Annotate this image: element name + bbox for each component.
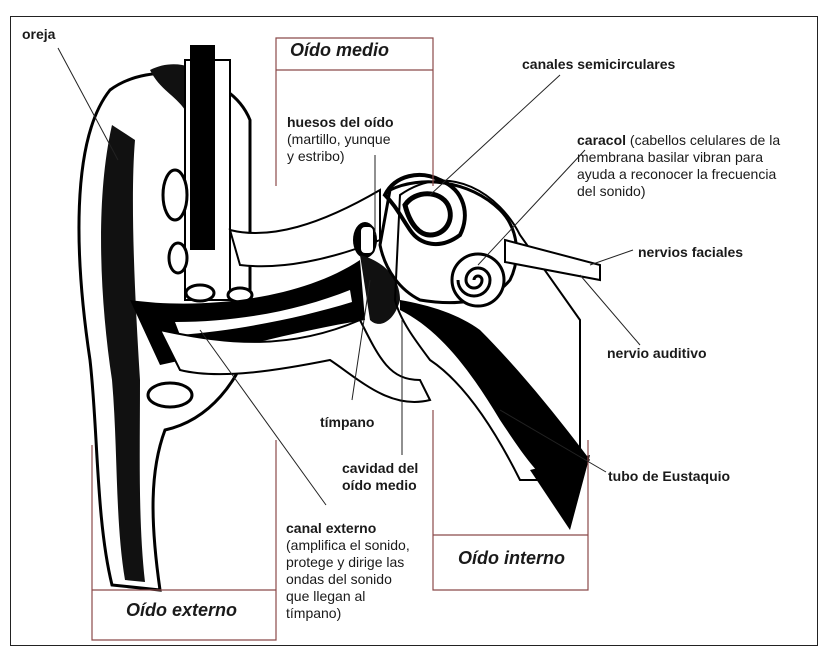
cartilage-1 [163,170,187,220]
nerve-bundle [505,240,600,280]
canal-desc-1: (amplifica el sonido, [286,537,410,554]
section-interno: Oído interno [458,548,565,569]
label-timpano: tímpano [320,414,374,431]
caracol-title: caracol [577,132,626,148]
cavidad-line-1: cavidad del [342,460,418,477]
canal-desc-3: ondas del sonido [286,571,410,588]
huesos-desc-1: (martillo, yunque [287,131,394,148]
canal-desc-4: que llegan al [286,588,410,605]
canal-desc-2: protege y dirige las [286,554,410,571]
cochlea [452,254,504,306]
huesos-title: huesos del oído [287,114,394,131]
leader-faciales [590,250,633,265]
caracol-desc-3: ayuda a reconocer la frecuencia [577,166,780,183]
label-nervio-auditivo: nervio auditivo [607,345,707,362]
label-canales: canales semicirculares [522,56,675,73]
caracol-desc-2: membrana basilar vibran para [577,149,780,166]
canal-title: canal externo [286,520,410,537]
label-nervios-faciales: nervios faciales [638,244,743,261]
caracol-desc-1: (cabellos celulares de la [626,132,780,148]
caracol-desc-4: del sonido) [577,183,780,200]
label-tubo: tubo de Eustaquio [608,468,730,485]
section-medio: Oído medio [290,40,389,61]
middle-ear-cavity [360,255,400,324]
cartilage-2 [169,243,187,273]
label-huesos: huesos del oído (martillo, yunque y estr… [287,114,394,165]
label-cavidad: cavidad del oído medio [342,460,418,494]
canal-desc-5: tímpano) [286,605,410,622]
antihelix [190,45,215,250]
cavidad-line-2: oído medio [342,477,418,494]
label-oreja: oreja [22,26,55,43]
lobe-mark [148,383,192,407]
section-externo: Oído externo [126,600,237,621]
cartilage-3 [186,285,214,301]
label-canal-externo: canal externo (amplifica el sonido, prot… [286,520,410,622]
leader-canales [430,75,560,195]
ossicles [360,226,374,254]
huesos-desc-2: y estribo) [287,148,394,165]
label-caracol: caracol (cabellos celulares de la membra… [577,132,780,200]
leader-auditivo [580,275,640,345]
